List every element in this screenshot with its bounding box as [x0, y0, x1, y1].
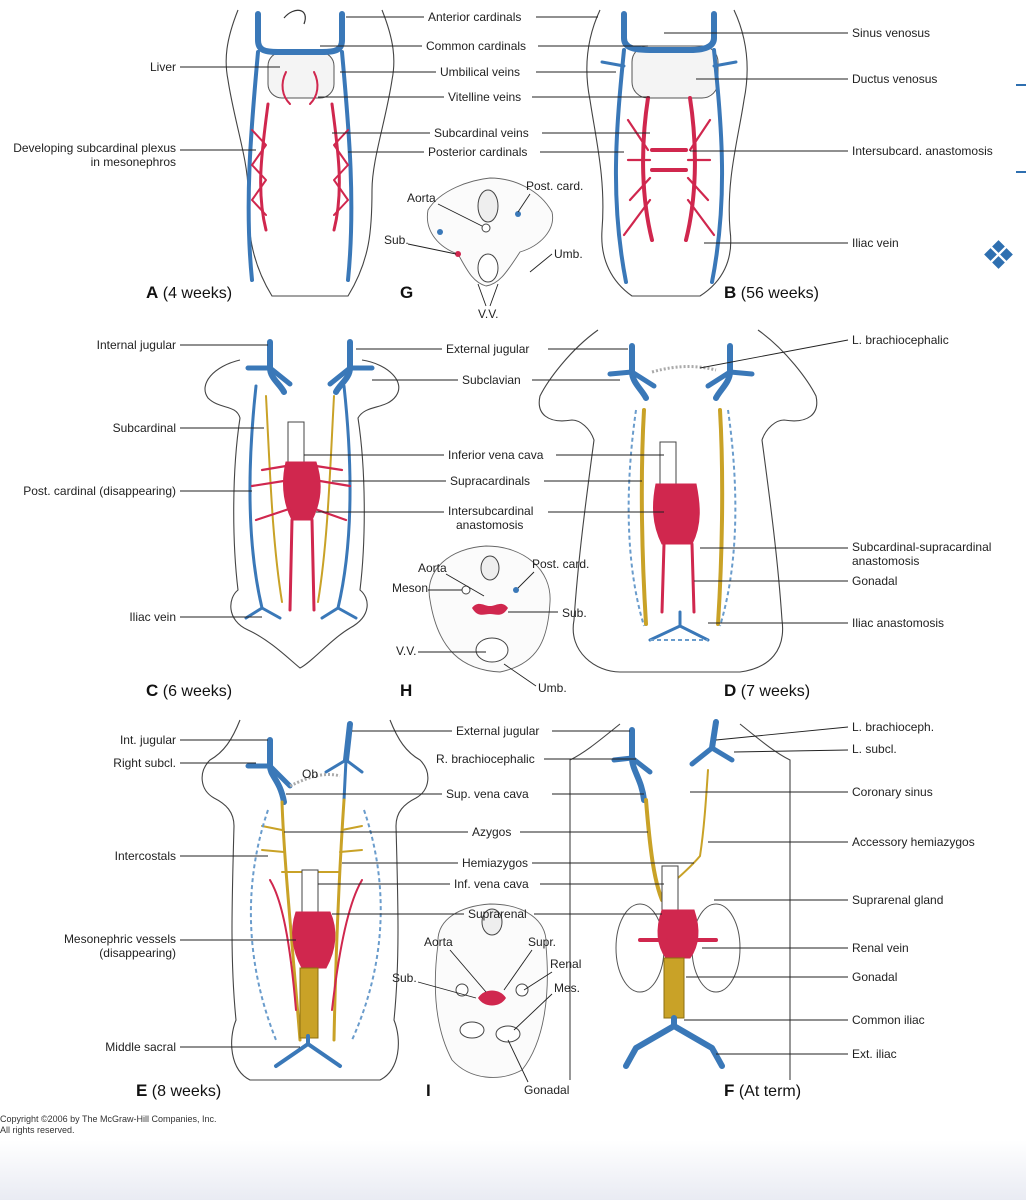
copyright-line-2: All rights reserved. — [0, 1125, 75, 1135]
cross-section-i — [434, 903, 548, 1078]
footer-band — [0, 1140, 1026, 1200]
label-external-jugular-c: External jugular — [446, 342, 529, 356]
label-renal-vein: Renal vein — [852, 941, 909, 955]
panel-letter-g: G — [400, 283, 413, 302]
label-liver: Liver — [150, 60, 176, 74]
label-h-meson: Meson — [392, 581, 428, 595]
label-intercostals: Intercostals — [115, 849, 176, 863]
diamond-cluster-icon — [984, 240, 1013, 269]
labels-top: Anterior cardinals Common cardinals Umbi… — [13, 10, 993, 321]
liver-a — [267, 51, 335, 99]
label-i-supr: Supr. — [528, 935, 556, 949]
panel-letters: A (4 weeks) G B (56 weeks) C (6 weeks) H… — [136, 283, 819, 1100]
copyright-line-1: Copyright ©2006 by The McGraw-Hill Compa… — [0, 1114, 217, 1124]
label-intersubcardinal: Intersubcardinal — [448, 504, 533, 518]
label-i-aorta: Aorta — [424, 935, 453, 949]
panel-letter-e: E (8 weeks) — [136, 1081, 221, 1100]
labels-middle: Internal jugular Subcardinal Post. cardi… — [23, 333, 991, 695]
label-subcardinal-supracardinal: Subcardinal-supracardinal — [852, 540, 991, 554]
label-common-iliac: Common iliac — [852, 1013, 925, 1027]
label-l-brachiocephalic: L. brachiocephalic — [852, 333, 949, 347]
label-gonadal-f: Gonadal — [852, 970, 897, 984]
label-h-vv: V.V. — [396, 644, 416, 658]
label-suprarenal: Suprarenal — [468, 907, 527, 921]
label-ductus-venosus: Ductus venosus — [852, 72, 937, 86]
label-inferior-vena-cava: Inferior vena cava — [448, 448, 544, 462]
label-g-post-card: Post. card. — [526, 179, 583, 193]
label-vitelline-veins: Vitelline veins — [448, 90, 521, 104]
label-r-brachiocephalic: R. brachiocephalic — [436, 752, 535, 766]
panel-letter-d: D (7 weeks) — [724, 681, 810, 700]
label-suprarenal-gland: Suprarenal gland — [852, 893, 943, 907]
label-subcardinal: Subcardinal — [113, 421, 176, 435]
label-i-gonadal: Gonadal — [524, 1083, 569, 1097]
label-developing-subcardinal: Developing subcardinal plexus — [13, 141, 176, 155]
label-i-sub: Sub. — [392, 971, 417, 985]
label-sinus-venosus: Sinus venosus — [852, 26, 930, 40]
panel-f — [569, 719, 791, 1080]
label-post-cardinal-disappearing: Post. cardinal (disappearing) — [23, 484, 176, 498]
label-l-subcl: L. subcl. — [852, 742, 897, 756]
panel-e — [201, 719, 429, 1081]
label-subclavian: Subclavian — [462, 373, 521, 387]
label-subcardinal-supracardinal-2: anastomosis — [852, 554, 919, 568]
label-coronary-sinus: Coronary sinus — [852, 785, 933, 799]
label-h-sub: Sub. — [562, 606, 587, 620]
label-i-renal: Renal — [550, 957, 581, 971]
label-h-post-card: Post. card. — [532, 557, 589, 571]
panel-letter-a: A (4 weeks) — [146, 283, 232, 302]
label-ext-iliac: Ext. iliac — [852, 1047, 897, 1061]
label-i-mes: Mes. — [554, 981, 580, 995]
label-anterior-cardinals: Anterior cardinals — [428, 10, 521, 24]
panel-a — [225, 9, 395, 297]
label-mesonephric-vessels: Mesonephric vessels — [64, 932, 176, 946]
label-middle-sacral: Middle sacral — [105, 1040, 176, 1054]
panel-letter-h: H — [400, 681, 412, 700]
label-int-jugular: Int. jugular — [120, 733, 176, 747]
label-h-aorta: Aorta — [418, 561, 447, 575]
label-iliac-anastomosis: Iliac anastomosis — [852, 616, 944, 630]
label-supracardinals: Supracardinals — [450, 474, 530, 488]
label-sup-vena-cava: Sup. vena cava — [446, 787, 529, 801]
label-posterior-cardinals: Posterior cardinals — [428, 145, 527, 159]
label-l-brachioceph: L. brachioceph. — [852, 720, 934, 734]
label-iliac-vein-b: Iliac vein — [852, 236, 899, 250]
label-inf-vena-cava: Inf. vena cava — [454, 877, 529, 891]
label-g-aorta: Aorta — [407, 191, 436, 205]
label-intersubcard-anastomosis: Intersubcard. anastomosis — [852, 144, 993, 158]
label-mesonephric-vessels-2: (disappearing) — [99, 946, 176, 960]
label-iliac-vein-c: Iliac vein — [129, 610, 176, 624]
label-accessory-hemiazygos: Accessory hemiazygos — [852, 835, 975, 849]
panel-letter-c: C (6 weeks) — [146, 681, 232, 700]
panel-c — [204, 339, 400, 669]
label-ob: Ob — [302, 767, 318, 781]
label-g-umb: Umb. — [554, 247, 583, 261]
body-outline-f — [569, 723, 791, 1080]
label-h-umb: Umb. — [538, 681, 567, 695]
label-intersubcardinal-2: anastomosis — [456, 518, 523, 532]
label-internal-jugular: Internal jugular — [97, 338, 176, 352]
labels-bottom: Int. jugular Right subcl. Ob Intercostal… — [64, 720, 975, 1097]
panel-letter-b: B (56 weeks) — [724, 283, 819, 302]
label-common-cardinals: Common cardinals — [426, 39, 526, 53]
label-g-vv: V.V. — [478, 307, 498, 321]
label-gonadal-d: Gonadal — [852, 574, 897, 588]
label-right-subcl: Right subcl. — [113, 756, 176, 770]
panel-b — [586, 9, 748, 297]
cross-section-g — [426, 177, 554, 287]
panel-letter-f: F (At term) — [724, 1081, 801, 1100]
liver-b — [631, 45, 719, 99]
panel-d — [538, 329, 818, 673]
label-azygos: Azygos — [472, 825, 511, 839]
label-subcardinal-veins: Subcardinal veins — [434, 126, 529, 140]
label-hemiazygos: Hemiazygos — [462, 856, 528, 870]
label-external-jugular-e: External jugular — [456, 724, 539, 738]
panel-letter-i: I — [426, 1081, 431, 1100]
label-umbilical-veins: Umbilical veins — [440, 65, 520, 79]
label-g-sub: Sub. — [384, 233, 409, 247]
label-developing-subcardinal-2: in mesonephros — [91, 155, 176, 169]
